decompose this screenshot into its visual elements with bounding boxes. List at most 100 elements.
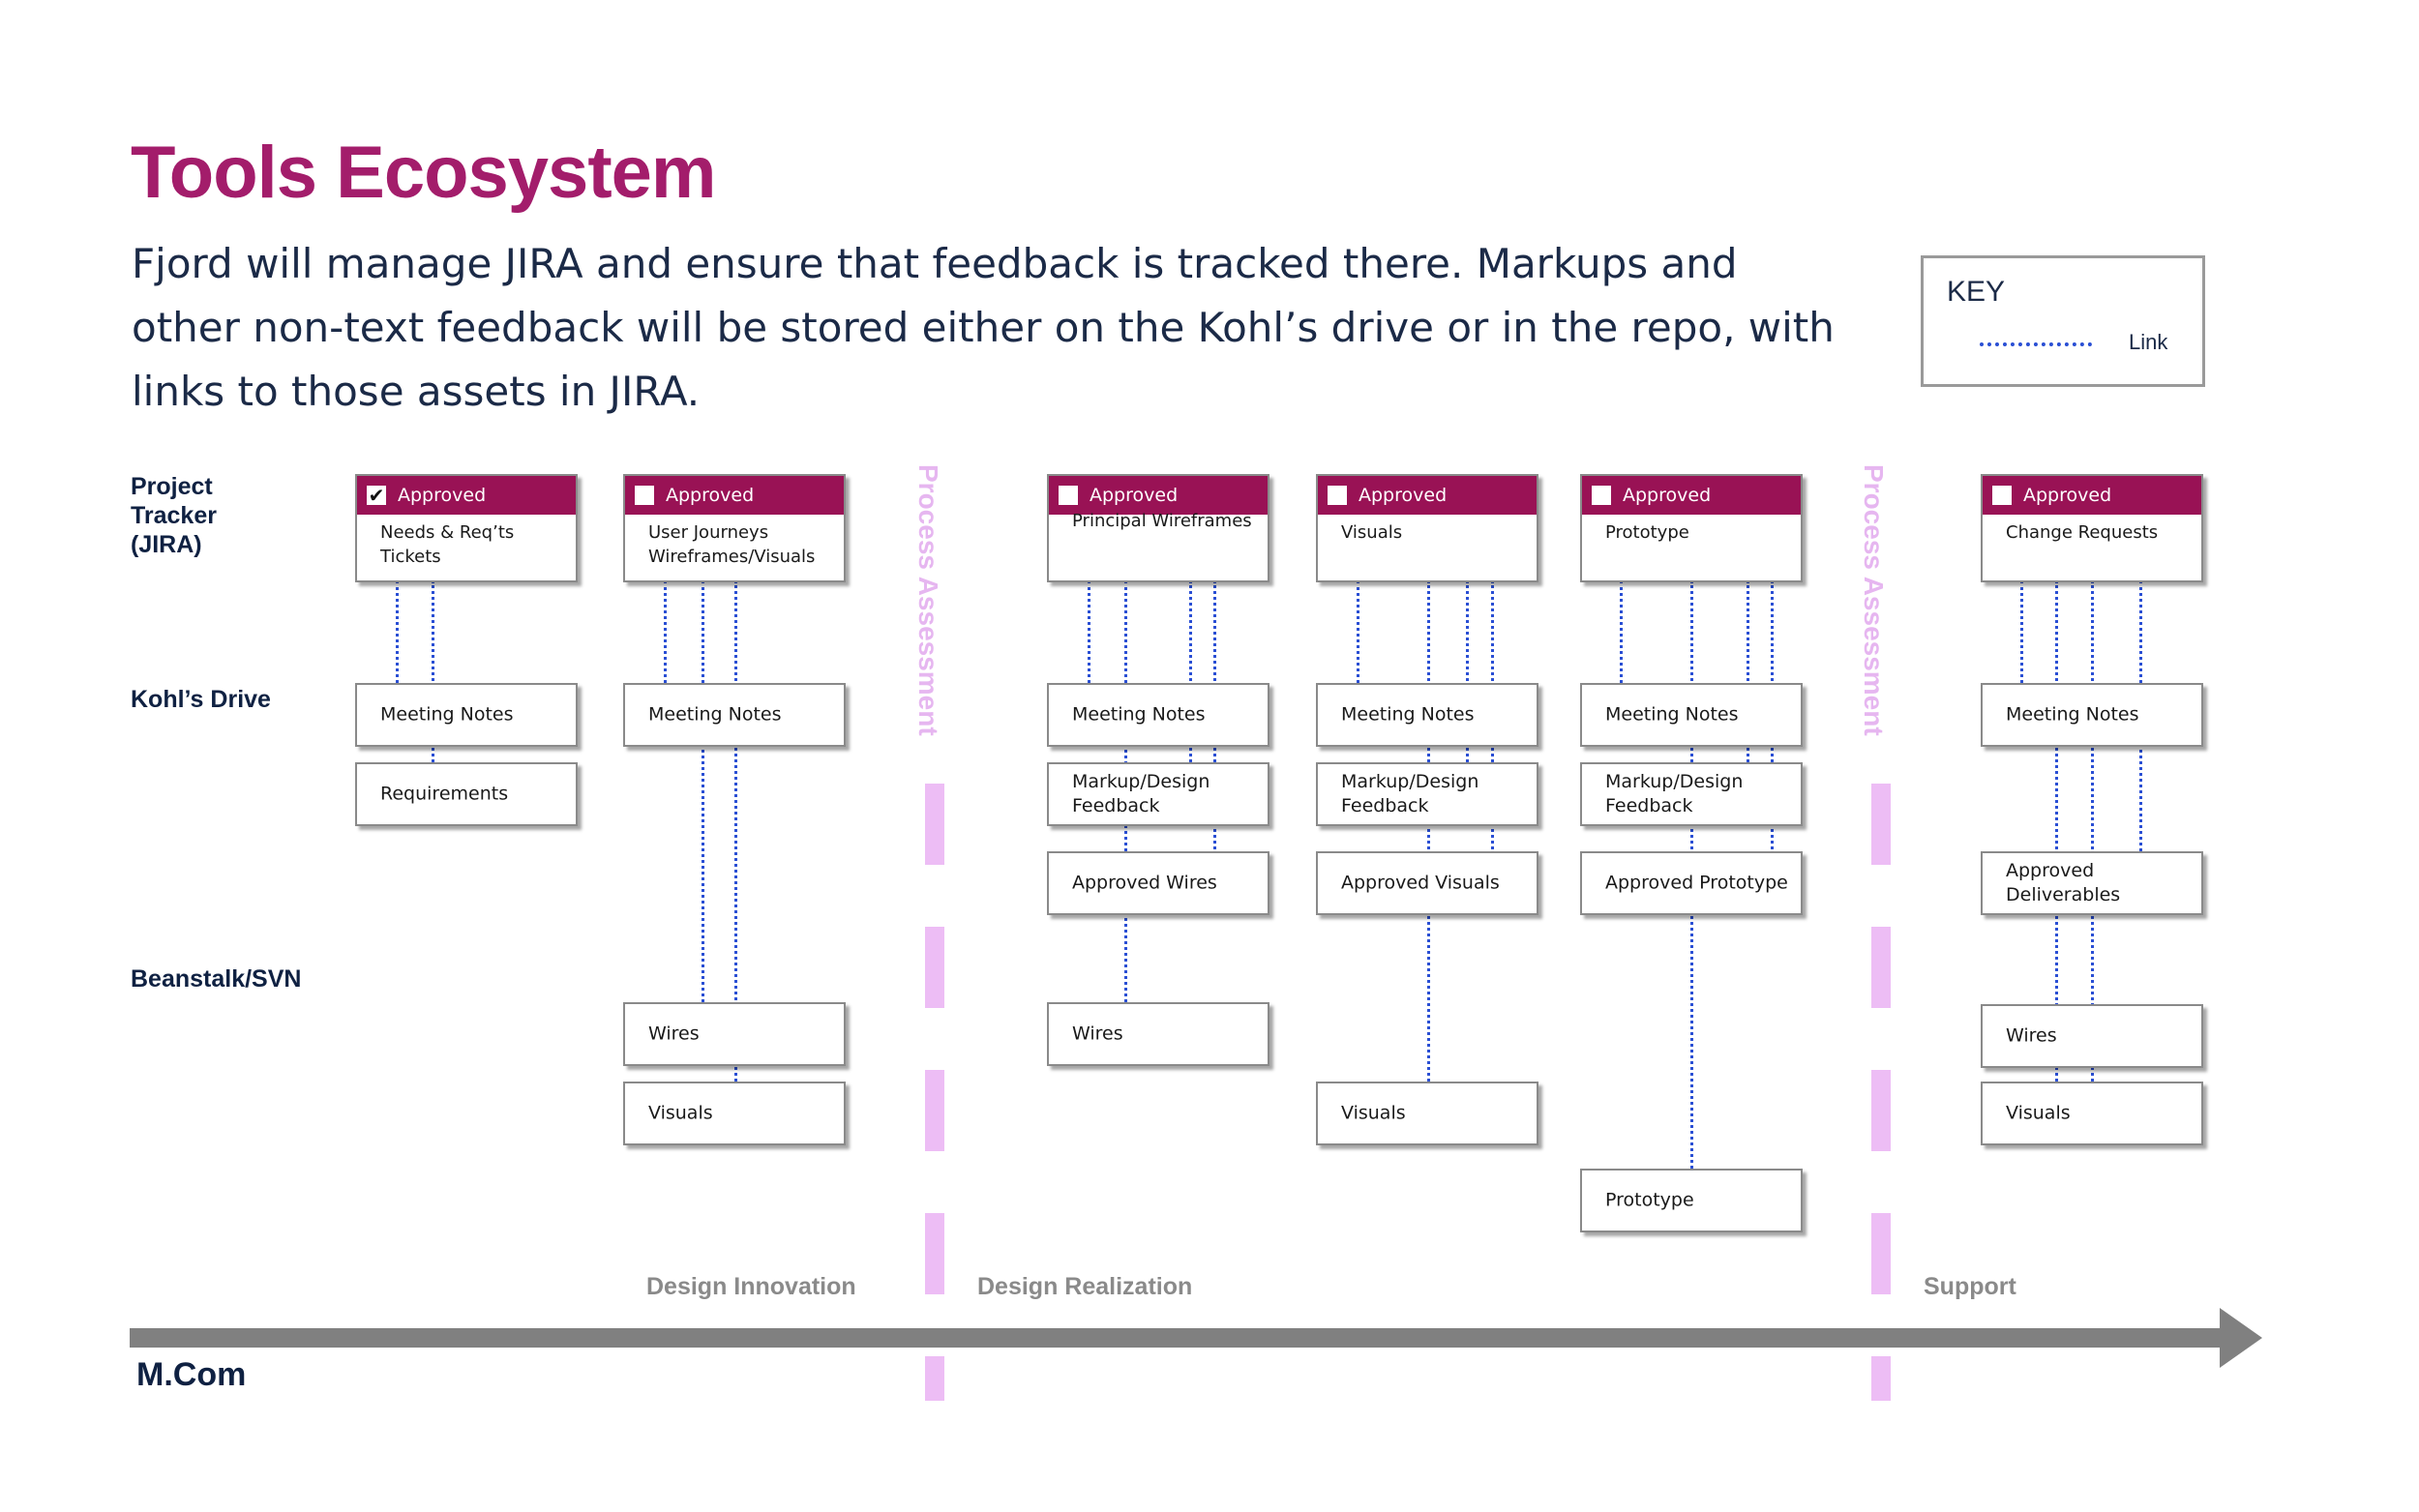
box-label: Meeting Notes	[2006, 703, 2139, 726]
approved-header: Approved	[1983, 476, 2201, 515]
box-label: Visuals	[2006, 1102, 2071, 1124]
box-label: Approved Prototype	[1605, 872, 1788, 894]
svn-wires[interactable]: Wires	[1047, 1002, 1269, 1066]
drive-meeting-notes[interactable]: Meeting Notes	[355, 683, 578, 747]
approved-label: Approved	[2023, 485, 2112, 506]
drive-markup-feedback[interactable]: Markup/Design Feedback	[1580, 762, 1803, 826]
box-label: Markup/Design Feedback	[1605, 771, 1744, 816]
drive-meeting-notes[interactable]: Meeting Notes	[1580, 683, 1803, 747]
phase-label-realization: Design Realization	[977, 1273, 1193, 1300]
process-dash	[925, 1213, 944, 1294]
process-assessment-label: Process Assessment	[913, 464, 943, 736]
row-label-jira: Project Tracker (JIRA)	[131, 473, 217, 558]
box-label: Meeting Notes	[648, 703, 782, 726]
jira-card-prototype[interactable]: Approved Prototype	[1580, 474, 1803, 582]
legend-key: KEY Link	[1921, 255, 2205, 387]
box-label: Visuals	[648, 1102, 713, 1124]
box-label: Markup/Design Feedback	[1341, 771, 1479, 816]
box-label: Wires	[1072, 1023, 1123, 1045]
approved-header: Approved	[1582, 476, 1801, 515]
timeline-label: M.Com	[136, 1356, 247, 1393]
process-dash	[1871, 1356, 1891, 1401]
drive-markup-feedback[interactable]: Markup/Design Feedback	[1316, 762, 1538, 826]
page-subtitle: Fjord will manage JIRA and ensure that f…	[132, 240, 1835, 415]
approved-label: Approved	[1090, 485, 1179, 506]
link-line	[1747, 580, 1749, 762]
process-dash	[925, 927, 944, 1008]
svn-visuals[interactable]: Visuals	[1316, 1082, 1538, 1145]
approved-checkbox[interactable]	[1592, 486, 1611, 505]
box-label: Meeting Notes	[380, 703, 514, 726]
drive-approved-visuals[interactable]: Approved Visuals	[1316, 851, 1538, 915]
link-line	[1427, 580, 1430, 1082]
jira-card-label: Principal Wireframes	[1072, 511, 1252, 531]
box-label: Prototype	[1605, 1189, 1694, 1211]
svn-visuals[interactable]: Visuals	[1981, 1082, 2203, 1145]
jira-card-label: User Journeys Wireframes/Visuals	[648, 522, 816, 567]
approved-checkbox-checked[interactable]: ✔	[367, 484, 386, 507]
jira-card-label: Prototype	[1605, 522, 1689, 543]
approved-header: ✔ Approved	[357, 476, 576, 515]
process-dash	[1871, 927, 1891, 1008]
link-line	[1088, 580, 1090, 683]
box-label: Meeting Notes	[1605, 703, 1739, 726]
box-label: Approved Visuals	[1341, 872, 1500, 894]
svn-prototype[interactable]: Prototype	[1580, 1169, 1803, 1232]
drive-approved-deliverables[interactable]: Approved Deliverables	[1981, 851, 2203, 915]
approved-checkbox[interactable]	[1059, 486, 1078, 505]
box-label: Wires	[648, 1023, 700, 1045]
jira-card-needs[interactable]: ✔ Approved Needs & Req’ts Tickets	[355, 474, 578, 582]
link-line	[396, 580, 399, 683]
jira-card-change-requests[interactable]: Approved Change Requests	[1981, 474, 2203, 582]
link-line	[2091, 580, 2094, 1082]
link-line	[1466, 580, 1469, 762]
drive-meeting-notes[interactable]: Meeting Notes	[1316, 683, 1538, 747]
link-line	[664, 580, 667, 683]
process-assessment-label: Process Assessment	[1859, 464, 1889, 736]
approved-checkbox[interactable]	[1992, 486, 2012, 505]
link-line	[2020, 580, 2023, 683]
approved-header: Approved	[625, 476, 844, 515]
box-label: Markup/Design Feedback	[1072, 771, 1210, 816]
approved-header: Approved	[1049, 476, 1268, 515]
jira-card-label: Needs & Req’ts Tickets	[380, 522, 515, 567]
key-link-label: Link	[2129, 330, 2168, 354]
drive-meeting-notes[interactable]: Meeting Notes	[1981, 683, 2203, 747]
link-line	[734, 580, 737, 1082]
timeline-arrow-head	[2220, 1308, 2262, 1368]
jira-card-label: Visuals	[1341, 522, 1403, 543]
drive-markup-feedback[interactable]: Markup/Design Feedback	[1047, 762, 1269, 826]
svn-wires[interactable]: Wires	[1981, 1004, 2203, 1068]
box-label: Approved Wires	[1072, 872, 1217, 894]
box-label: Requirements	[380, 783, 509, 805]
link-line	[702, 580, 704, 1002]
drive-approved-wires[interactable]: Approved Wires	[1047, 851, 1269, 915]
link-line	[1357, 580, 1359, 683]
drive-meeting-notes[interactable]: Meeting Notes	[623, 683, 846, 747]
process-dash	[1871, 1070, 1891, 1151]
box-label: Meeting Notes	[1341, 703, 1475, 726]
process-dash	[925, 1070, 944, 1151]
process-dash	[925, 784, 944, 865]
approved-label: Approved	[1623, 485, 1712, 506]
jira-card-label: Change Requests	[2006, 522, 2159, 543]
jira-card-user-journeys[interactable]: Approved User Journeys Wireframes/Visual…	[623, 474, 846, 582]
approved-checkbox[interactable]	[635, 486, 654, 505]
svn-visuals[interactable]: Visuals	[623, 1082, 846, 1145]
jira-card-visuals[interactable]: Approved Visuals	[1316, 474, 1538, 582]
box-label: Wires	[2006, 1024, 2057, 1047]
approved-label: Approved	[1359, 485, 1448, 506]
link-legend-line	[1980, 342, 2092, 346]
process-dash	[1871, 1213, 1891, 1294]
jira-card-principal-wireframes[interactable]: Approved Principal Wireframes	[1047, 474, 1269, 582]
approved-label: Approved	[666, 485, 755, 506]
drive-approved-prototype[interactable]: Approved Prototype	[1580, 851, 1803, 915]
link-line	[1189, 580, 1192, 762]
drive-meeting-notes[interactable]: Meeting Notes	[1047, 683, 1269, 747]
drive-requirements[interactable]: Requirements	[355, 762, 578, 826]
approved-checkbox[interactable]	[1328, 486, 1347, 505]
box-label: Visuals	[1341, 1102, 1406, 1124]
link-line	[2055, 580, 2058, 1082]
svn-wires[interactable]: Wires	[623, 1002, 846, 1066]
box-label: Approved Deliverables	[2006, 860, 2121, 905]
